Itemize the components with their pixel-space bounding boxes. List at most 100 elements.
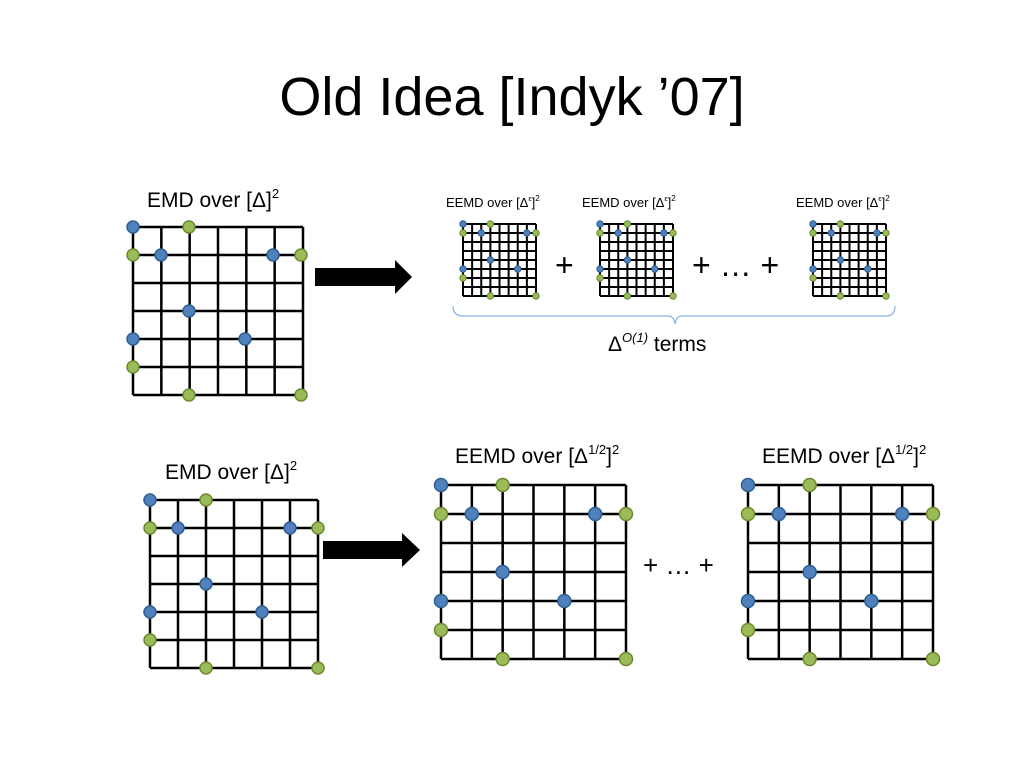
- blue-point: [238, 332, 252, 346]
- slide-title: Old Idea [Indyk ’07]: [279, 67, 745, 127]
- blue-point: [836, 256, 845, 264]
- blue-point: [464, 506, 480, 522]
- green-point: [495, 651, 510, 667]
- blue-point: [809, 265, 817, 273]
- blue-point: [596, 265, 604, 273]
- blue-point: [433, 477, 449, 493]
- plus-sign: +: [555, 247, 574, 283]
- blue-point: [557, 593, 572, 609]
- green-point: [486, 220, 495, 228]
- green-point: [925, 651, 941, 667]
- emd-label-top: EMD over [Δ]2: [147, 185, 280, 212]
- blue-point: [523, 229, 531, 237]
- blue-point: [459, 220, 467, 228]
- blue-point: [143, 493, 157, 507]
- plus-ellipsis-bottom: + … +: [643, 550, 714, 580]
- green-point: [618, 506, 634, 522]
- blue-point: [477, 229, 485, 237]
- blue-point: [771, 506, 787, 522]
- green-point: [433, 622, 449, 638]
- eemd-label-top-2: EEMD over [Δε]2: [582, 193, 676, 210]
- green-point: [740, 622, 756, 638]
- green-point: [311, 661, 325, 675]
- green-point: [532, 229, 540, 237]
- green-point: [126, 360, 140, 374]
- blue-point: [802, 564, 817, 580]
- green-point: [740, 506, 756, 522]
- blue-point: [809, 220, 817, 228]
- brace-label: ΔO(1) terms: [608, 329, 707, 356]
- blue-point: [486, 256, 495, 264]
- blue-point: [587, 506, 603, 522]
- grids: [131, 223, 935, 670]
- green-point: [669, 292, 677, 300]
- blue-point: [873, 229, 881, 237]
- eemd-grid-top-3: [812, 223, 887, 297]
- green-point: [623, 220, 632, 228]
- blue-point: [154, 248, 168, 262]
- green-point: [143, 521, 157, 535]
- arrows: [315, 260, 420, 567]
- blue-point: [171, 521, 185, 535]
- green-point: [143, 633, 157, 647]
- green-point: [433, 506, 449, 522]
- green-point: [802, 651, 817, 667]
- green-point: [459, 274, 467, 282]
- eemd-label-top-1: EEMD over [Δε]2: [446, 193, 540, 210]
- blue-point: [651, 265, 659, 273]
- green-point: [182, 388, 196, 402]
- green-point: [925, 506, 941, 522]
- green-point: [495, 477, 510, 493]
- green-point: [669, 229, 677, 237]
- green-point: [882, 229, 890, 237]
- green-point: [199, 661, 213, 675]
- green-point: [882, 292, 890, 300]
- green-point: [596, 229, 604, 237]
- eemd-label-bottom-1: EEMD over [Δ1/2]2: [455, 441, 620, 468]
- blue-point: [660, 229, 668, 237]
- blue-point: [266, 248, 280, 262]
- blue-point: [614, 229, 622, 237]
- blue-point: [596, 220, 604, 228]
- blue-point: [126, 220, 140, 234]
- arrow-top: [315, 260, 412, 294]
- blue-point: [894, 506, 910, 522]
- emd-label-bottom: EMD over [Δ]2: [165, 457, 298, 484]
- eemd-label-bottom-2: EEMD over [Δ1/2]2: [762, 441, 927, 468]
- blue-point: [182, 304, 196, 318]
- green-point: [459, 229, 467, 237]
- blue-point: [283, 521, 297, 535]
- blue-point: [199, 577, 213, 591]
- curly-brace: [452, 305, 896, 325]
- green-point: [532, 292, 540, 300]
- green-point: [294, 248, 308, 262]
- green-point: [618, 651, 634, 667]
- green-point: [182, 220, 196, 234]
- green-point: [802, 477, 817, 493]
- green-point: [623, 292, 632, 300]
- green-point: [126, 248, 140, 262]
- green-point: [809, 229, 817, 237]
- green-point: [486, 292, 495, 300]
- blue-point: [623, 256, 632, 264]
- blue-point: [459, 265, 467, 273]
- blue-point: [255, 605, 269, 619]
- green-point: [311, 521, 325, 535]
- points: [126, 220, 941, 675]
- green-point: [199, 493, 213, 507]
- green-point: [294, 388, 308, 402]
- blue-point: [126, 332, 140, 346]
- blue-point: [864, 593, 879, 609]
- blue-point: [864, 265, 872, 273]
- blue-point: [827, 229, 835, 237]
- blue-point: [495, 564, 510, 580]
- plus-ellipsis-top: + … +: [692, 247, 780, 283]
- green-point: [836, 292, 845, 300]
- blue-point: [433, 593, 449, 609]
- green-point: [596, 274, 604, 282]
- arrow-bottom: [323, 533, 420, 567]
- blue-point: [740, 477, 756, 493]
- blue-point: [143, 605, 157, 619]
